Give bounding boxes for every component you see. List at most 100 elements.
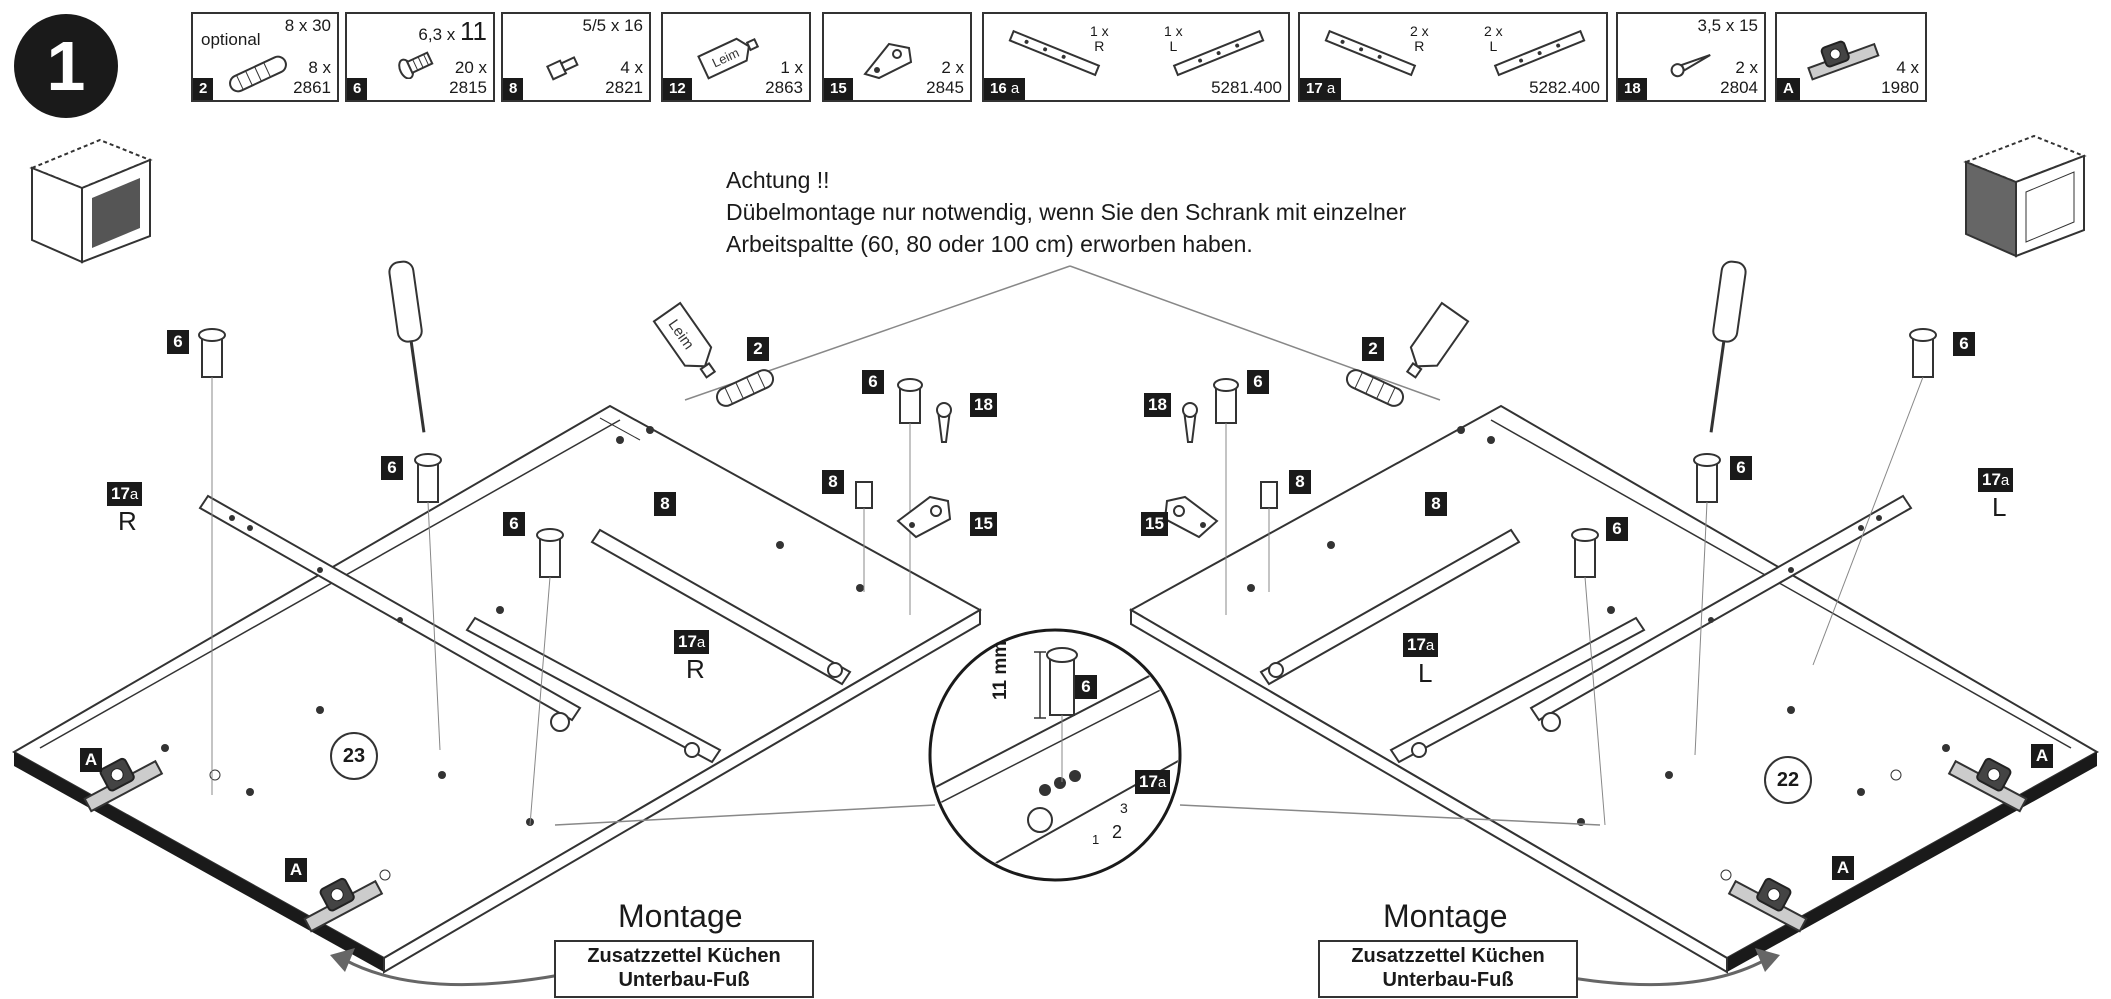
callout-2: 2 <box>747 337 769 361</box>
part-box-wood-screw: 3,5 x 15 2 x 2804 18 <box>1616 12 1766 102</box>
part-number: 6 <box>347 78 368 100</box>
part-code: 2815 <box>449 78 487 97</box>
step-number-badge: 1 <box>14 14 118 118</box>
part-qty: 4 x <box>1896 58 1919 77</box>
part-code: 1980 <box>1881 78 1919 97</box>
callout-17a: 17a <box>1978 468 2014 492</box>
callout-A: A <box>285 858 307 882</box>
note-line-2: Dübelmontage nur notwendig, wenn Sie den… <box>726 199 1407 225</box>
part-dim: 6,3 x 11 <box>418 16 487 46</box>
detail-dimension: 11 mm <box>990 640 1011 700</box>
callout-6: 6 <box>862 370 884 394</box>
part-dim: 8 x 30 <box>284 16 331 35</box>
callout-6: 6 <box>381 456 403 480</box>
callout-17a: 17a <box>107 482 143 506</box>
part-number: 15 <box>824 78 853 100</box>
drawer-rail-right-icon <box>1008 29 1101 77</box>
callout-6: 6 <box>1247 370 1269 394</box>
part-box-screw: 6,3 x 11 20 x 2815 6 <box>345 12 495 102</box>
cabinet-icon-left <box>29 138 153 264</box>
callout-6: 6 <box>1730 456 1752 480</box>
part-code: 5282.400 <box>1529 78 1600 97</box>
detail-num-2: 2 <box>1112 822 1123 842</box>
detail-tag-rail: 17a <box>1135 770 1171 794</box>
callout-2: 2 <box>1362 337 1384 361</box>
panel-number-right: 22 <box>1764 756 1812 804</box>
angle-bracket-icon <box>863 42 913 80</box>
part-number: 2 <box>193 78 214 100</box>
callout-A: A <box>2031 744 2053 768</box>
cabinet-icon-right <box>1963 134 2087 258</box>
callout-18: 18 <box>1144 393 1171 417</box>
right-side-panel <box>1128 260 2100 974</box>
detail-num-3: 3 <box>1120 800 1128 816</box>
part-number: 18 <box>1618 78 1647 100</box>
part-number: 16 a <box>984 78 1026 100</box>
rail-side-L: L <box>1992 492 2007 522</box>
rail-side-L: L <box>1418 658 1433 688</box>
callout-8: 8 <box>1289 470 1311 494</box>
part-box-connector: 5/5 x 16 4 x 2821 8 <box>501 12 651 102</box>
part-number: 17 a <box>1300 78 1342 100</box>
part-number: 12 <box>663 78 692 100</box>
detail-num-1: 1 <box>1092 832 1100 847</box>
drawer-rail-right-icon <box>1324 29 1417 77</box>
cam-connector-icon <box>546 56 579 81</box>
part-box-foot-bracket: 4 x 1980 A <box>1775 12 1927 102</box>
callout-18: 18 <box>970 393 997 417</box>
part-box-bracket: 2 x 2845 15 <box>822 12 972 102</box>
callout-17a: 17a <box>674 630 710 654</box>
part-qty: 4 x <box>620 58 643 77</box>
part-dim: 3,5 x 15 <box>1697 16 1759 35</box>
callout-6: 6 <box>167 330 189 354</box>
callout-8: 8 <box>654 492 676 516</box>
drawer-rail-left-icon <box>1172 29 1265 77</box>
part-qty: 20 x <box>454 58 487 77</box>
part-qty: 1 x <box>780 58 803 77</box>
part-qty: 8 x <box>308 58 331 77</box>
callout-15: 15 <box>970 512 997 536</box>
part-code: 5281.400 <box>1211 78 1282 97</box>
part-dim: 5/5 x 16 <box>582 16 644 35</box>
dowel-icon <box>229 55 287 93</box>
curved-arrow-right <box>1554 958 1766 987</box>
part-qty: 2 x <box>941 58 964 77</box>
screw-icon <box>398 51 434 79</box>
part-optional-label: optional <box>201 30 261 49</box>
glue-tube-icon: Leim <box>697 37 760 80</box>
part-number: A <box>1777 78 1800 100</box>
note-line-3: Arbeitspaltte (60, 80 oder 100 cm) erwor… <box>726 231 1253 257</box>
callout-8: 8 <box>1425 492 1447 516</box>
part-code: 2861 <box>293 78 331 97</box>
part-code: 2821 <box>605 78 643 97</box>
part-code: 2845 <box>926 78 964 97</box>
callout-15: 15 <box>1141 512 1168 536</box>
callout-A: A <box>80 748 102 772</box>
part-code: 2863 <box>765 78 803 97</box>
part-code: 2804 <box>1720 78 1758 97</box>
detail-magnifier <box>928 628 1182 882</box>
wood-screw-icon <box>1670 54 1711 78</box>
rail-side-R: R <box>686 654 705 684</box>
callout-6: 6 <box>503 512 525 536</box>
part-box-dowel: optional 8 x 30 8 x 2861 2 <box>191 12 339 102</box>
detail-tag-screw: 6 <box>1075 675 1097 699</box>
callout-8: 8 <box>822 470 844 494</box>
curved-arrow-left <box>344 958 561 987</box>
part-number: 8 <box>503 78 524 100</box>
montage-title-right: Montage <box>1383 898 1508 934</box>
callout-6: 6 <box>1606 517 1628 541</box>
foot-bracket-icon <box>1807 40 1880 81</box>
part-box-glue: Leim 1 x 2863 12 <box>661 12 811 102</box>
panel-number-left: 23 <box>330 732 378 780</box>
callout-A: A <box>1832 856 1854 880</box>
